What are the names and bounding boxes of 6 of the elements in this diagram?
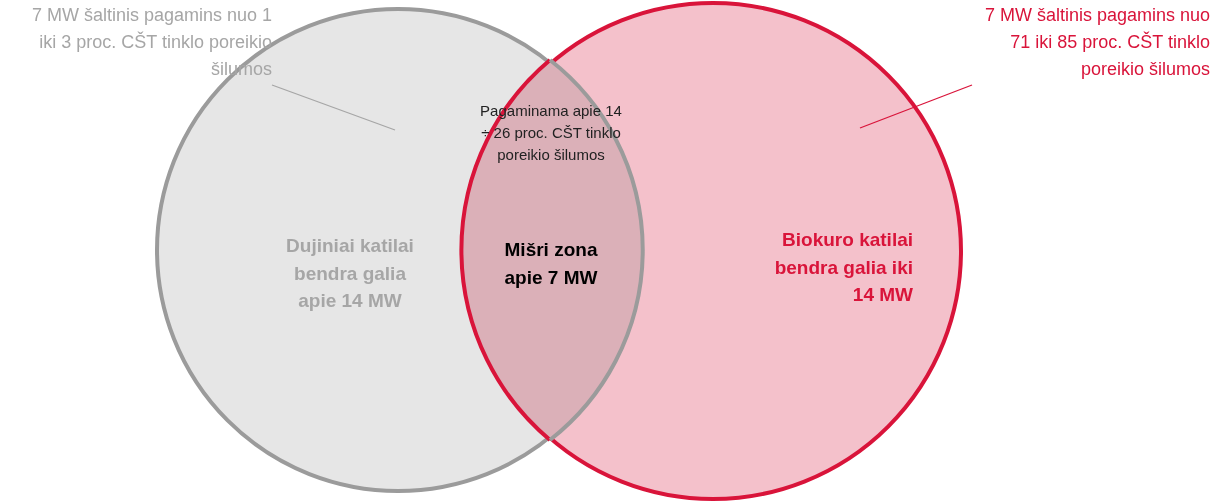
region-label: Dujiniai katilai bendra galia apie 14 MW [285,234,415,314]
region-label: Mišri zona apie 7 MW [503,238,599,290]
leader-line [859,84,973,129]
region-label: Biokuro katilai bendra galia iki 14 MW [773,228,913,308]
leader-line [271,84,396,131]
callout-text: 7 MW šaltinis pagamins nuo 71 iki 85 proc. CŠT tinklo poreikio šilumos [983,4,1210,81]
